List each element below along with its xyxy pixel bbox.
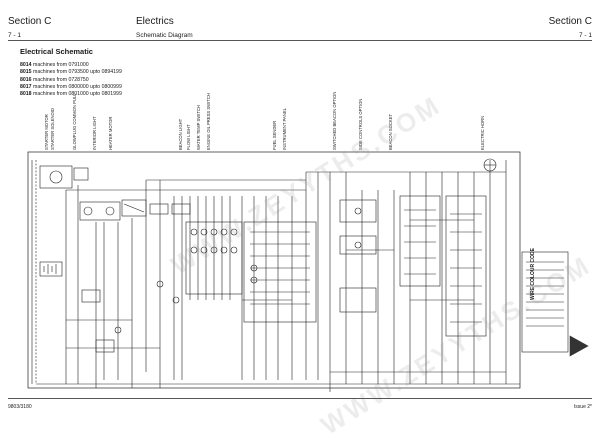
footer-issue: Issue 2* [573, 404, 592, 410]
wire-colour-legend [521, 251, 569, 353]
footer-rule [8, 398, 592, 399]
section-label-right: Section C [548, 16, 592, 27]
horizontal-wires [36, 171, 520, 385]
page-corner-mark [569, 335, 589, 357]
starter-motor-block [39, 165, 89, 189]
electric-horn-icon [483, 158, 497, 172]
topic-label: Electrics [136, 16, 174, 27]
section-label: Section C [8, 16, 52, 27]
battery-section [31, 160, 63, 384]
page-subtitle: Schematic Diagram [136, 32, 193, 39]
heater-block [79, 199, 147, 221]
relay-row [81, 203, 191, 353]
machine-item: 8016 machines from 0728750 [20, 76, 89, 83]
document-title: Electrical Schematic [20, 47, 93, 56]
machine-item: 8015 machines from 0793500 upto 0894199 [20, 69, 122, 76]
footer-doc-no: 9803/3180 [8, 404, 32, 410]
earth-markers [95, 372, 331, 392]
instrument-panel-block [185, 221, 317, 323]
header-rule [8, 40, 592, 41]
electrical-schematic [27, 151, 589, 392]
page-ref: 7 - 1 [8, 32, 22, 39]
machine-item: 8014 machines from 0791000 [20, 62, 89, 68]
machine-list: 8014 machines from 0791000 8015 machines… [20, 62, 122, 98]
page-ref-right: 7 - 1 [578, 32, 592, 39]
machine-item: 8018 machines from 0801000 upto 0801999 [20, 91, 122, 98]
schematic-frame [27, 151, 521, 389]
switch-blocks [339, 195, 487, 337]
machine-item: 8017 machines from 0800000 upto 0800999 [20, 83, 122, 90]
vertical-wires [65, 160, 507, 384]
